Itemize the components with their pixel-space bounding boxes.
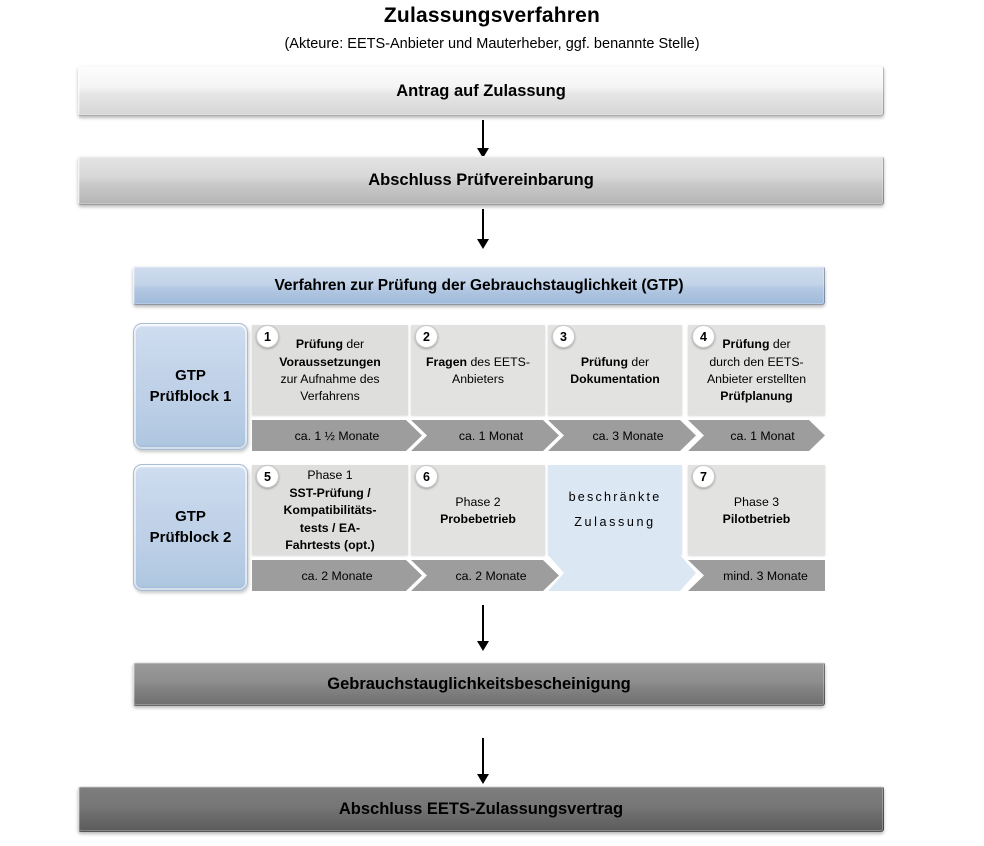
restricted-approval-text: beschränkte Zulassung [548,465,682,555]
node-bescheinigung-label: Gebrauchstauglichkeitsbescheinigung [327,674,631,693]
gtp-block1-label-line1: GTP [175,367,206,385]
step-1-line-5: Verfahrens [300,389,360,404]
step-1-line-1: Prüfung [295,337,347,352]
step-number-badge-1: 1 [256,325,279,348]
node-gebrauchstauglichkeitsbescheinigung[interactable]: Gebrauchstauglichkeitsbescheinigung [133,662,825,706]
connector-arrowhead-1 [477,148,489,158]
step-3-line-1: Prüfung [580,354,632,369]
step-7-line-2: Pilotbetrieb [722,512,791,526]
duration-arrow-2: ca. 1 Monat [411,420,559,451]
restricted-approval-line-2: Zulassung [574,515,656,529]
gtp-pruefblock-2[interactable]: GTP Prüfblock 2 [133,464,248,591]
step-box-3[interactable]: Prüfung der Dokumentation [548,325,682,415]
duration-arrow-1: ca. 1 ½ Monate [252,420,422,451]
connector-line-4 [482,738,484,776]
step-4-line-2: der [772,337,791,352]
gtp-block2-label-line2: Prüfblock 2 [149,528,232,546]
connector-arrowhead-4 [477,774,489,784]
gtp-block1-label-line2: Prüfblock 1 [149,387,232,405]
step-2-text: Fragen des EETS- Anbieters [426,354,530,389]
step-2-line-3: Anbieters [452,372,504,386]
node-abschluss-pruefvereinbarung[interactable]: Abschluss Prüfvereinbarung [78,156,884,205]
step-number-badge-5: 5 [256,465,279,488]
step-6-line-2: Probebetrieb [440,512,516,526]
step-number-badge-2: 2 [415,325,438,348]
step-4-text: Prüfung der durch den EETS- Anbieter ers… [707,336,806,406]
step-4-line-1: Prüfung [722,337,773,352]
step-5-line-5: Fahrtests (opt.) [285,538,375,553]
step-number-badge-3: 3 [552,325,575,348]
step-5-text: Phase 1 SST-Prüfung / Kompatibilitäts- t… [284,467,377,554]
node-antrag-auf-zulassung[interactable]: Antrag auf Zulassung [78,66,884,116]
step-5-line-3: Kompatibilitäts- [283,503,377,518]
page-subtitle: (Akteure: EETS-Anbieter und Mauterheber,… [284,36,700,52]
step-2-line-2: des EETS- [470,354,530,369]
step-4-line-4: Anbieter erstellten [706,372,807,386]
step-1-line-3: Voraussetzungen [279,354,381,369]
step-5-line-2: SST-Prüfung / [289,485,371,500]
node-abschluss-eets-zulassungsvertrag[interactable]: Abschluss EETS-Zulassungsvertrag [78,786,884,832]
step-number-badge-6: 6 [415,465,438,488]
connector-line-2 [482,209,484,241]
connector-arrowhead-3 [477,641,489,651]
step-number-badge-4: 4 [692,325,715,348]
duration-arrow-5: ca. 2 Monate [252,560,422,591]
step-2-line-1: Fragen [426,354,471,369]
step-5-line-4: tests / EA- [299,520,361,535]
step-box-1[interactable]: Prüfung der Voraussetzungen zur Aufnahme… [252,325,408,415]
step-5-line-1: Phase 1 [307,468,353,483]
node-zulassungsvertrag-label: Abschluss EETS-Zulassungsvertrag [338,799,624,818]
step-1-line-4: zur Aufnahme des [280,372,380,386]
restricted-approval-chevron [548,555,696,591]
step-7-text: Phase 3 Pilotbetrieb [723,494,791,529]
node-gtp-header[interactable]: Verfahren zur Prüfung der Gebrauchstaugl… [133,266,825,305]
step-6-text: Phase 2 Probebetrieb [440,494,516,529]
step-6-line-1: Phase 2 [455,494,501,509]
step-3-line-3: Dokumentation [570,372,660,386]
node-pruefvereinbarung-label: Abschluss Prüfvereinbarung [368,171,594,189]
duration-arrow-4: ca. 1 Monat [688,420,825,451]
duration-arrow-7: mind. 3 Monate [688,560,825,591]
connector-line-3 [482,605,484,643]
step-box-4[interactable]: Prüfung der durch den EETS- Anbieter ers… [688,325,825,415]
gtp-block2-label-line1: GTP [175,508,206,526]
step-number-badge-7: 7 [692,465,715,488]
gtp-header-label: Verfahren zur Prüfung der Gebrauchstaugl… [274,276,684,294]
page-title: Zulassungsverfahren [383,4,601,27]
restricted-approval-line-1: beschränkte [568,489,662,504]
step-7-line-1: Phase 3 [733,494,780,509]
duration-arrow-6: ca. 2 Monate [411,560,559,591]
duration-arrow-3: ca. 3 Monate [548,420,696,451]
node-antrag-label: Antrag auf Zulassung [396,81,566,100]
step-1-text: Prüfung der Voraussetzungen zur Aufnahme… [279,336,381,406]
connector-arrowhead-2 [477,239,489,249]
restricted-approval-box[interactable]: beschränkte Zulassung [548,465,682,555]
step-3-line-2: der [631,354,650,369]
connector-line-1 [482,120,484,150]
step-3-text: Prüfung der Dokumentation [570,354,660,389]
step-4-line-3: durch den EETS- [709,354,804,369]
gtp-pruefblock-1[interactable]: GTP Prüfblock 1 [133,323,248,450]
step-4-line-5: Prüfplanung [720,389,793,404]
step-1-line-2: der [346,337,365,352]
